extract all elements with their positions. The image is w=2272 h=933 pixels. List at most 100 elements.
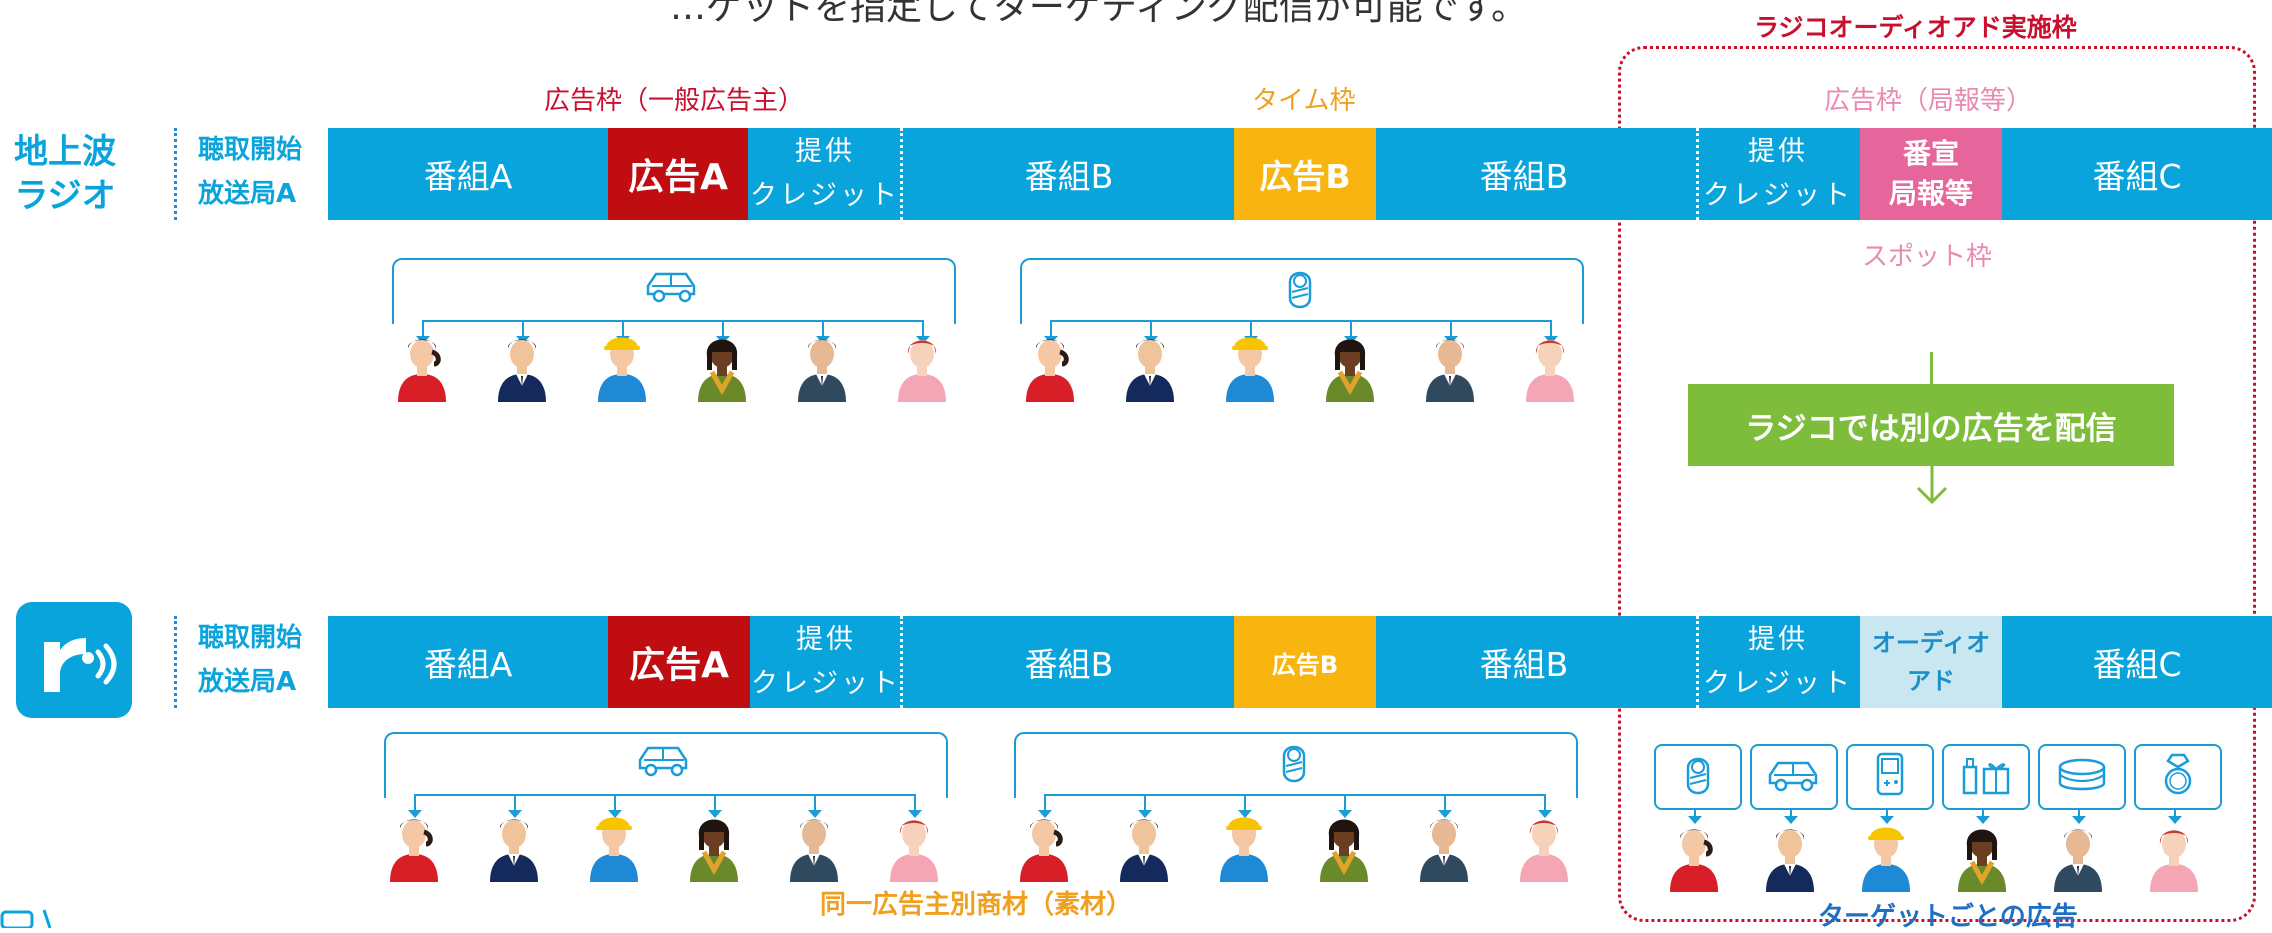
- radiko-group-a-arrow: [908, 794, 922, 818]
- ad-a: 広告A: [608, 616, 750, 708]
- person-icon: [1222, 330, 1280, 406]
- radiko-divider: [174, 616, 177, 708]
- terrestrial-group-a-arrow: [916, 320, 930, 344]
- program-b-1: 番組B: [1024, 157, 1114, 196]
- target-arrow: [1880, 808, 1894, 824]
- terrestrial-station: 聴取開始 放送局A: [198, 128, 302, 216]
- credit2-line1: 提供: [1748, 136, 1808, 167]
- ring-icon-box: [2134, 744, 2222, 810]
- baby-icon: [1280, 266, 1320, 316]
- radiko-group-a-arrow: [408, 794, 422, 818]
- person-icon: [1116, 810, 1174, 886]
- radiko-station-line2: 放送局A: [198, 667, 297, 697]
- person-icon: [1322, 330, 1380, 406]
- separator: [1696, 616, 1699, 708]
- separator: [900, 616, 903, 708]
- terrestrial-station-line2: 放送局A: [198, 179, 297, 209]
- promo-line2: 局報等: [1888, 177, 1973, 210]
- person-icon: [486, 810, 544, 886]
- audio-ad-line2: アド: [1907, 667, 1955, 695]
- spot-frame-label: スポット枠: [1862, 242, 1993, 272]
- person-icon: [1858, 820, 1916, 896]
- credit1-line1: 提供: [795, 136, 855, 167]
- radiko-group-b-arrow: [1538, 794, 1552, 818]
- terrestrial-group-b-distribution-line: [1050, 320, 1550, 322]
- baby-icon: [1274, 740, 1314, 790]
- radiko-station: 聴取開始 放送局A: [198, 616, 302, 704]
- person-icon: [1422, 330, 1480, 406]
- person-icon: [1122, 330, 1180, 406]
- general-ad-frame-label: 広告枠（一般広告主）: [544, 86, 805, 116]
- radiko-logo-icon: [16, 602, 132, 718]
- cosmetics-gift-icon: [1958, 753, 2014, 801]
- terrestrial-label-line1: 地上波: [14, 132, 116, 172]
- person-icon: [1522, 330, 1580, 406]
- time-frame-label: タイム枠: [1252, 86, 1356, 116]
- target-arrow: [1688, 808, 1702, 824]
- radiko-frame-label: ラジコオーディオアド実施枠: [1754, 13, 2077, 42]
- sponsor-credit-1: 提供 クレジット: [750, 616, 902, 708]
- credit1-line1: 提供: [796, 624, 856, 655]
- cake-icon: [2052, 755, 2112, 799]
- program-b-1: 番組B: [1024, 645, 1114, 684]
- station-promo: 番宣 局報等: [1860, 128, 2002, 220]
- terrestrial-timeline-bar: 番組A 広告A 提供 クレジット 番組B 広告B 番組B 提供 クレジット 番宣…: [328, 128, 2272, 220]
- radiko-alternate-ad-box: ラジコでは別の広告を配信: [1688, 384, 2174, 466]
- person-icon: [494, 330, 552, 406]
- top-caption: …ゲットを指定してターゲティング配信が可能です。: [670, 0, 1528, 28]
- target-arrow: [1976, 808, 1990, 824]
- radiko-group-a-arrow: [608, 794, 622, 818]
- target-arrow: [1784, 808, 1798, 824]
- person-icon: [794, 330, 852, 406]
- terrestrial-label-line2: ラジオ: [14, 176, 116, 216]
- person-icon: [594, 330, 652, 406]
- car-icon: [634, 740, 694, 784]
- person-icon: [1216, 810, 1274, 886]
- person-icon: [1666, 820, 1724, 896]
- person-icon: [2050, 820, 2108, 896]
- separator: [900, 128, 903, 220]
- radiko-audio-ad-frame: [1618, 46, 2256, 922]
- green-arrow-down: [1912, 466, 1952, 510]
- terrestrial-group-b-arrow: [1544, 320, 1558, 344]
- terrestrial-radio-label: 地上波 ラジオ: [14, 130, 116, 218]
- program-c: 番組C: [2092, 157, 2182, 196]
- terrestrial-divider: [174, 128, 177, 220]
- audio-ad: オーディオ アド: [1860, 616, 2002, 708]
- radiko-group-b-arrow: [1038, 794, 1052, 818]
- radiko-group-a-bracket: [384, 732, 948, 798]
- person-icon: [2146, 820, 2204, 896]
- person-icon: [386, 810, 444, 886]
- car-icon-box: [1750, 744, 1838, 810]
- sponsor-credit-2: 提供 クレジット: [1698, 616, 1858, 708]
- baby-icon: [1678, 752, 1718, 802]
- terrestrial-group-a-bracket: [392, 258, 956, 324]
- car-icon: [642, 266, 702, 310]
- person-icon: [586, 810, 644, 886]
- credit1-line2: クレジット: [750, 180, 900, 211]
- program-a: 番組A: [423, 157, 513, 196]
- sponsor-credit-2: 提供 クレジット: [1698, 128, 1858, 220]
- ring-icon: [2158, 751, 2198, 803]
- audio-ad-line1: オーディオ: [1871, 629, 1991, 657]
- person-icon: [1316, 810, 1374, 886]
- sponsor-credit-1: 提供 クレジット: [748, 128, 902, 220]
- separator: [1696, 128, 1699, 220]
- station-ad-frame-label: 広告枠（局報等）: [1824, 86, 2033, 116]
- car-icon: [1764, 755, 1824, 799]
- terrestrial-group-a-distribution-line: [422, 320, 922, 322]
- program-b-2: 番組B: [1479, 157, 1569, 196]
- per-target-label: ターゲットごとの広告: [1818, 902, 2078, 932]
- radiko-group-b-distribution-line: [1044, 794, 1544, 796]
- person-icon: [394, 330, 452, 406]
- program-c: 番組C: [2092, 645, 2182, 684]
- credit2-line2: クレジット: [1703, 180, 1853, 211]
- target-arrow: [2168, 808, 2182, 824]
- program-a: 番組A: [423, 645, 513, 684]
- radiko-group-a-arrow: [708, 794, 722, 818]
- terrestrial-group-b-bracket: [1020, 258, 1584, 324]
- person-icon: [786, 810, 844, 886]
- radiko-group-b-arrow: [1438, 794, 1452, 818]
- credit2-line1: 提供: [1748, 624, 1808, 655]
- target-arrow: [2072, 808, 2086, 824]
